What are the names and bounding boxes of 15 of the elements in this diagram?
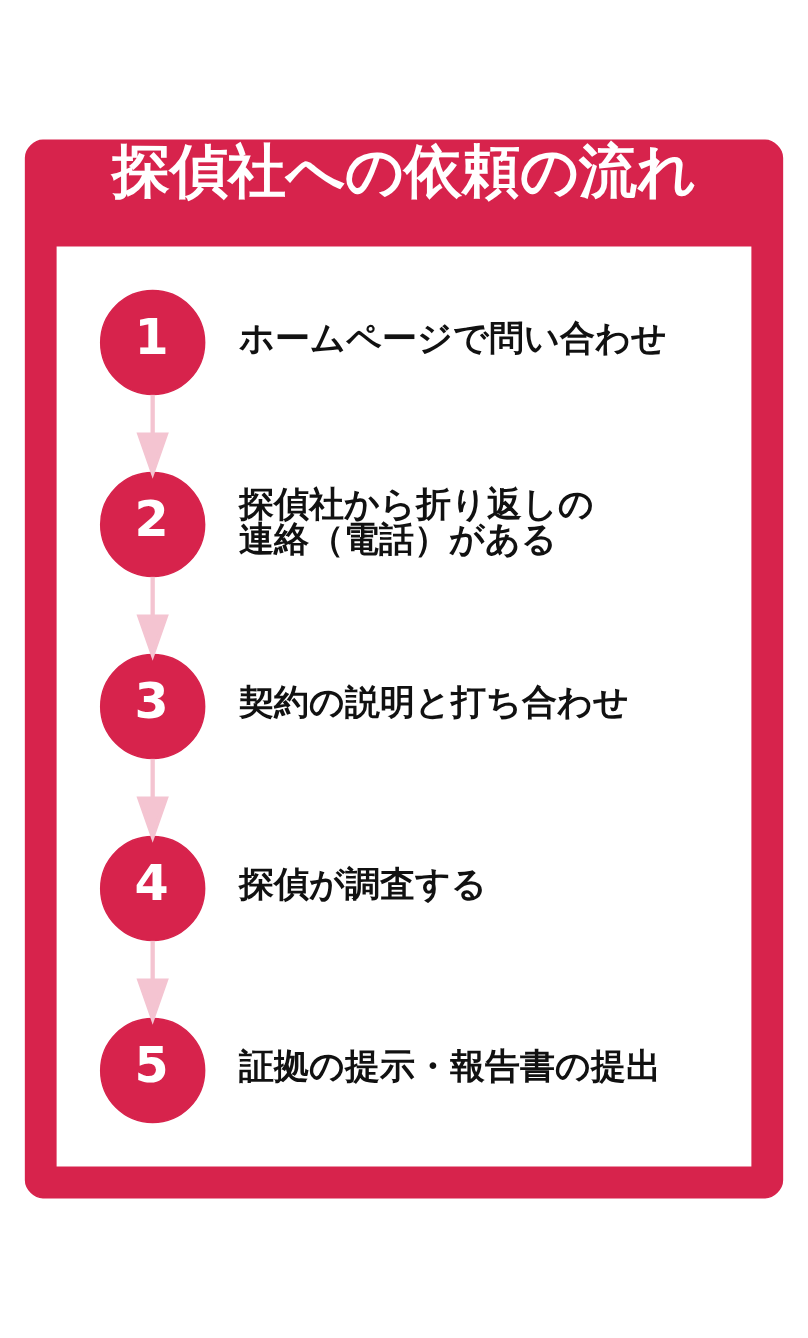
node-label: 証拠の提示・報告書の提出 — [239, 1046, 662, 1087]
node-circle: 4 — [99, 835, 206, 942]
node-circle: 3 — [99, 653, 206, 760]
node-label: ホームページで問い合わせ — [239, 318, 668, 359]
node-circle: 5 — [99, 1017, 206, 1124]
node-label: 契約の説明と打ち合わせ — [239, 682, 630, 723]
arrow — [136, 394, 169, 479]
node-circle: 1 — [99, 289, 206, 396]
arrow — [136, 758, 169, 843]
node-circle: 2 — [99, 471, 206, 578]
node-label: 探偵が調査する — [239, 864, 488, 905]
arrow — [136, 940, 169, 1025]
cluster — [56, 246, 752, 1167]
arrow — [136, 576, 169, 661]
node-label: 探偵社から折り返しの連絡（電話）がある — [239, 484, 595, 559]
